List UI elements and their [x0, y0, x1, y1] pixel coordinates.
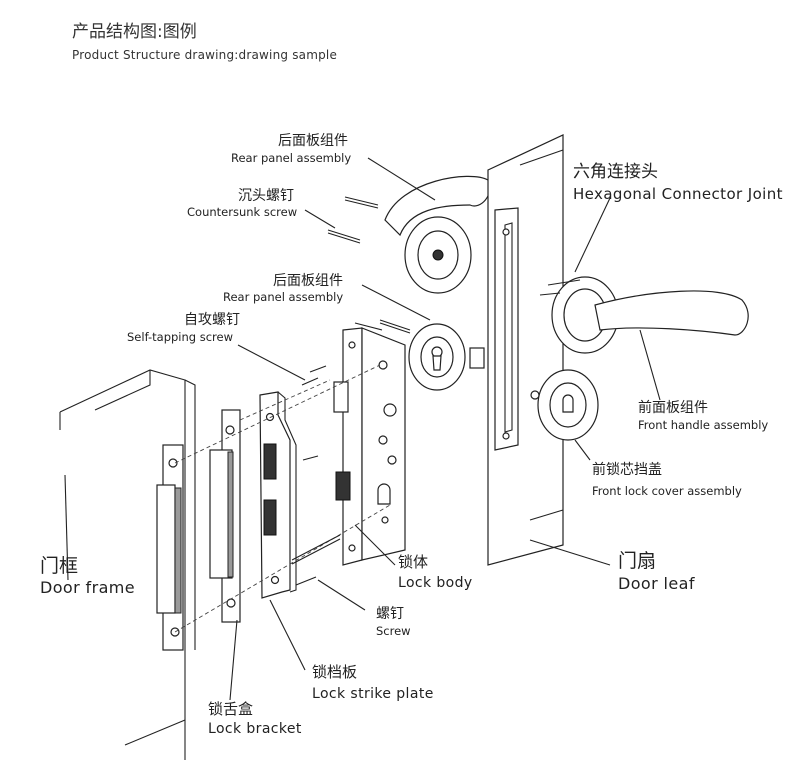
label-bracket-en: Lock bracket	[208, 721, 302, 737]
rear-panel-assembly-mid	[408, 323, 485, 391]
label-countersunk-zh: 沉头螺钉	[238, 188, 294, 204]
label-rear-panel-mid-zh: 后面板组件	[273, 273, 343, 289]
label-self-tapping-zh: 自攻螺钉	[184, 312, 240, 328]
label-hex-joint-en: Hexagonal Connector Joint	[573, 185, 783, 203]
label-front-handle-en: Front handle assembly	[638, 418, 769, 432]
door-leaf	[487, 134, 564, 566]
label-hex-joint-zh: 六角连接头	[573, 162, 658, 182]
label-self-tapping-en: Self-tapping screw	[127, 330, 234, 344]
label-front-cover-en: Front lock cover assembly	[592, 484, 742, 498]
strike-plate	[259, 391, 297, 599]
label-rear-panel-top-zh: 后面板组件	[278, 133, 348, 149]
header-title-en: Product Structure drawing:drawing sample	[72, 48, 338, 62]
label-lock-body-en: Lock body	[398, 575, 473, 591]
label-screw-zh: 螺钉	[376, 606, 404, 622]
lock-bracket	[209, 409, 241, 623]
label-strike-plate-zh: 锁档板	[312, 663, 358, 681]
label-countersunk-en: Countersunk screw	[187, 205, 298, 219]
label-door-frame-zh: 门框	[40, 555, 79, 577]
lock-body	[333, 327, 406, 566]
label-bracket-zh: 锁舌盒	[208, 700, 254, 718]
front-lock-cover	[530, 369, 599, 441]
label-screw-en: Screw	[376, 624, 411, 638]
label-front-cover-zh: 前锁芯挡盖	[592, 462, 662, 478]
door-frame	[59, 369, 196, 760]
label-door-leaf-zh: 门扇	[618, 550, 657, 572]
screws	[291, 196, 411, 586]
rear-panel-assembly-top	[384, 175, 491, 294]
label-door-leaf-en: Door leaf	[618, 574, 695, 593]
label-door-frame-en: Door frame	[40, 578, 136, 597]
label-front-handle-zh: 前面板组件	[638, 400, 708, 416]
label-rear-panel-top-en: Rear panel assembly	[231, 151, 352, 165]
leader-lines	[64, 157, 661, 701]
front-handle	[539, 276, 749, 354]
label-strike-plate-en: Lock strike plate	[312, 686, 434, 702]
label-rear-panel-mid-en: Rear panel assembly	[223, 290, 344, 304]
header-title-zh: 产品结构图:图例	[72, 22, 197, 42]
label-lock-body-zh: 锁体	[398, 553, 429, 571]
